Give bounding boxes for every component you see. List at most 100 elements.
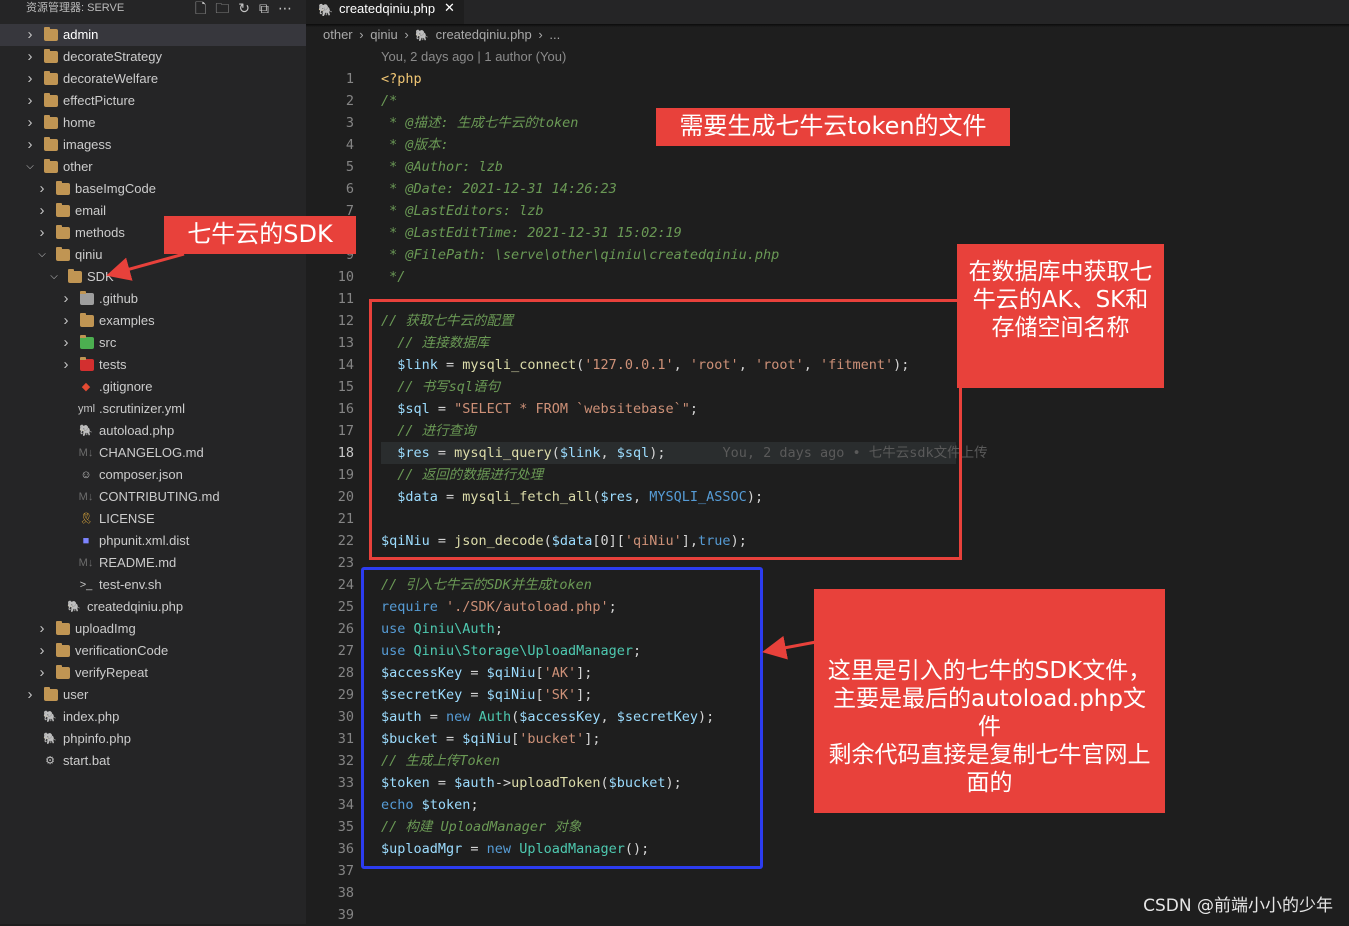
chevron-right-icon[interactable]: › bbox=[27, 70, 33, 87]
breadcrumb-item-other[interactable]: other bbox=[323, 27, 353, 42]
chevron-right-icon[interactable]: › bbox=[63, 312, 69, 329]
chevron-down-icon[interactable]: ⌵ bbox=[50, 271, 58, 282]
chevron-down-icon[interactable]: ⌵ bbox=[26, 161, 34, 172]
chevron-right-icon[interactable]: › bbox=[39, 642, 45, 659]
new-file-icon[interactable]: 🗋 bbox=[195, 0, 207, 16]
breadcrumb-item-file[interactable]: createdqiniu.php bbox=[435, 27, 532, 42]
tree-item-baseimgcode[interactable]: ›baseImgCode bbox=[0, 178, 306, 200]
tab-createdqiniu[interactable]: 🐘 createdqiniu.php ✕ bbox=[306, 0, 464, 24]
code-line[interactable]: $uploadMgr = new UploadManager(); bbox=[381, 841, 650, 857]
more-icon[interactable]: ⋯ bbox=[278, 0, 292, 16]
code-line[interactable]: * @LastEditTime: 2021-12-31 15:02:19 bbox=[381, 225, 682, 241]
code-line[interactable]: $secretKey = $qiNiu['SK']; bbox=[381, 687, 593, 703]
code-line[interactable]: use Qiniu\Auth; bbox=[381, 621, 503, 637]
code-line[interactable]: * @LastEditors: lzb bbox=[381, 203, 544, 219]
chevron-right-icon[interactable]: › bbox=[27, 686, 33, 703]
tree-item-gitignore[interactable]: ◆.gitignore bbox=[0, 376, 306, 398]
chevron-down-icon[interactable]: ⌵ bbox=[38, 249, 46, 260]
code-line[interactable]: $qiNiu = json_decode($data[0]['qiNiu'],t… bbox=[381, 533, 747, 549]
chevron-right-icon[interactable]: › bbox=[63, 334, 69, 351]
tree-item-license[interactable]: 🎗LICENSE bbox=[0, 508, 306, 530]
tree-item-tests[interactable]: ›tests bbox=[0, 354, 306, 376]
code-line[interactable]: // 进行查询 bbox=[381, 423, 476, 439]
code-line[interactable]: $sql = "SELECT * FROM `websitebase`"; bbox=[397, 401, 699, 417]
tree-item-examples[interactable]: ›examples bbox=[0, 310, 306, 332]
code-line[interactable]: require './SDK/autoload.php'; bbox=[381, 599, 617, 615]
tree-item-sdk[interactable]: ⌵SDK bbox=[0, 266, 306, 288]
chevron-right-icon[interactable]: › bbox=[27, 26, 33, 43]
codelens-blame[interactable]: You, 2 days ago | 1 author (You) bbox=[381, 49, 567, 64]
code-line[interactable]: echo $token; bbox=[381, 797, 479, 813]
close-icon[interactable]: ✕ bbox=[444, 0, 455, 15]
tree-item-methods[interactable]: ›methods bbox=[0, 222, 306, 244]
code-line[interactable]: $accessKey = $qiNiu['AK']; bbox=[381, 665, 593, 681]
refresh-icon[interactable]: ↻ bbox=[238, 0, 250, 16]
tree-item-github[interactable]: ›.github bbox=[0, 288, 306, 310]
chevron-right-icon[interactable]: › bbox=[27, 48, 33, 65]
chevron-right-icon[interactable]: › bbox=[39, 202, 45, 219]
code-line[interactable]: $bucket = $qiNiu['bucket']; bbox=[381, 731, 601, 747]
tree-item-contributing-md[interactable]: M↓CONTRIBUTING.md bbox=[0, 486, 306, 508]
code-line[interactable]: $link = mysqli_connect('127.0.0.1', 'roo… bbox=[397, 357, 910, 373]
tree-item-index-php[interactable]: 🐘index.php bbox=[0, 706, 306, 728]
code-line[interactable]: // 构建 UploadManager 对象 bbox=[381, 819, 582, 835]
tree-item-verificationcode[interactable]: ›verificationCode bbox=[0, 640, 306, 662]
code-line[interactable]: use Qiniu\Storage\UploadManager; bbox=[381, 643, 642, 659]
tree-item-src[interactable]: ›src bbox=[0, 332, 306, 354]
tree-item-email[interactable]: ›email bbox=[0, 200, 306, 222]
tree-item-user[interactable]: ›user bbox=[0, 684, 306, 706]
code-line[interactable]: <?php bbox=[381, 71, 422, 87]
tree-item-createdqiniu-php[interactable]: 🐘createdqiniu.php bbox=[0, 596, 306, 618]
tree-item-scrutinizer-yml[interactable]: yml.scrutinizer.yml bbox=[0, 398, 306, 420]
tree-item-effectpicture[interactable]: ›effectPicture bbox=[0, 90, 306, 112]
code-line[interactable]: */ bbox=[381, 269, 406, 285]
code-line[interactable]: $token = $auth->uploadToken($bucket); bbox=[381, 775, 682, 791]
code-line[interactable]: // 引入七牛云的SDK并生成token bbox=[381, 577, 592, 593]
chevron-right-icon[interactable]: › bbox=[27, 92, 33, 109]
tree-item-home[interactable]: ›home bbox=[0, 112, 306, 134]
tree-item-verifyrepeat[interactable]: ›verifyRepeat bbox=[0, 662, 306, 684]
tree-item-autoload-php[interactable]: 🐘autoload.php bbox=[0, 420, 306, 442]
tree-item-start-bat[interactable]: ⚙start.bat bbox=[0, 750, 306, 772]
code-line[interactable]: // 连接数据库 bbox=[381, 335, 490, 351]
tree-item-readme-md[interactable]: M↓README.md bbox=[0, 552, 306, 574]
chevron-right-icon[interactable]: › bbox=[27, 136, 33, 153]
tree-item-uploadimg[interactable]: ›uploadImg bbox=[0, 618, 306, 640]
code-line[interactable]: /* bbox=[381, 93, 398, 109]
collapse-icon[interactable]: ⧉ bbox=[259, 0, 269, 16]
tree-item-decoratestrategy[interactable]: ›decorateStrategy bbox=[0, 46, 306, 68]
code-line[interactable]: $data = mysqli_fetch_all($res, MYSQLI_AS… bbox=[397, 489, 764, 505]
chevron-right-icon[interactable]: › bbox=[63, 356, 69, 373]
chevron-right-icon[interactable]: › bbox=[39, 620, 45, 637]
tree-item-other[interactable]: ⌵other bbox=[0, 156, 306, 178]
chevron-right-icon[interactable]: › bbox=[39, 180, 45, 197]
chevron-right-icon[interactable]: › bbox=[63, 290, 69, 307]
code-line[interactable]: * @Author: lzb bbox=[381, 159, 503, 175]
tree-item-label: index.php bbox=[63, 709, 120, 724]
code-line[interactable]: $auth = new Auth($accessKey, $secretKey)… bbox=[381, 709, 715, 725]
tree-item-test-env-sh[interactable]: >_test-env.sh bbox=[0, 574, 306, 596]
chevron-right-icon[interactable]: › bbox=[39, 664, 45, 681]
new-folder-icon[interactable]: 🗀 bbox=[215, 0, 230, 16]
tree-item-admin[interactable]: ›admin bbox=[0, 24, 306, 46]
code-line[interactable]: // 书写sql语句 bbox=[381, 379, 501, 395]
tree-item-changelog-md[interactable]: M↓CHANGELOG.md bbox=[0, 442, 306, 464]
code-line[interactable]: // 生成上传Token bbox=[381, 753, 501, 769]
chevron-right-icon[interactable]: › bbox=[27, 114, 33, 131]
code-line[interactable]: // 返回的数据进行处理 bbox=[381, 467, 544, 483]
tree-item-composer-json[interactable]: ☺composer.json bbox=[0, 464, 306, 486]
chevron-right-icon[interactable]: › bbox=[39, 224, 45, 241]
code-line[interactable]: $res = mysqli_query($link, $sql); You, 2… bbox=[397, 445, 988, 461]
code-line[interactable]: * @FilePath: \serve\other\qiniu\createdq… bbox=[381, 247, 780, 263]
code-line[interactable]: * @描述: 生成七牛云的token bbox=[381, 115, 579, 131]
breadcrumb-item-qiniu[interactable]: qiniu bbox=[370, 27, 398, 42]
tree-item-imagess[interactable]: ›imagess bbox=[0, 134, 306, 156]
tree-item-decoratewelfare[interactable]: ›decorateWelfare bbox=[0, 68, 306, 90]
code-line[interactable]: * @Date: 2021-12-31 14:26:23 bbox=[381, 181, 617, 197]
tree-item-phpunit-xml-dist[interactable]: ■phpunit.xml.dist bbox=[0, 530, 306, 552]
code-line[interactable]: * @版本: bbox=[381, 137, 449, 153]
breadcrumb-item-more[interactable]: ... bbox=[549, 27, 561, 42]
code-line[interactable]: // 获取七牛云的配置 bbox=[381, 313, 514, 329]
tree-item-phpinfo-php[interactable]: 🐘phpinfo.php bbox=[0, 728, 306, 750]
tree-item-qiniu[interactable]: ⌵qiniu bbox=[0, 244, 306, 266]
